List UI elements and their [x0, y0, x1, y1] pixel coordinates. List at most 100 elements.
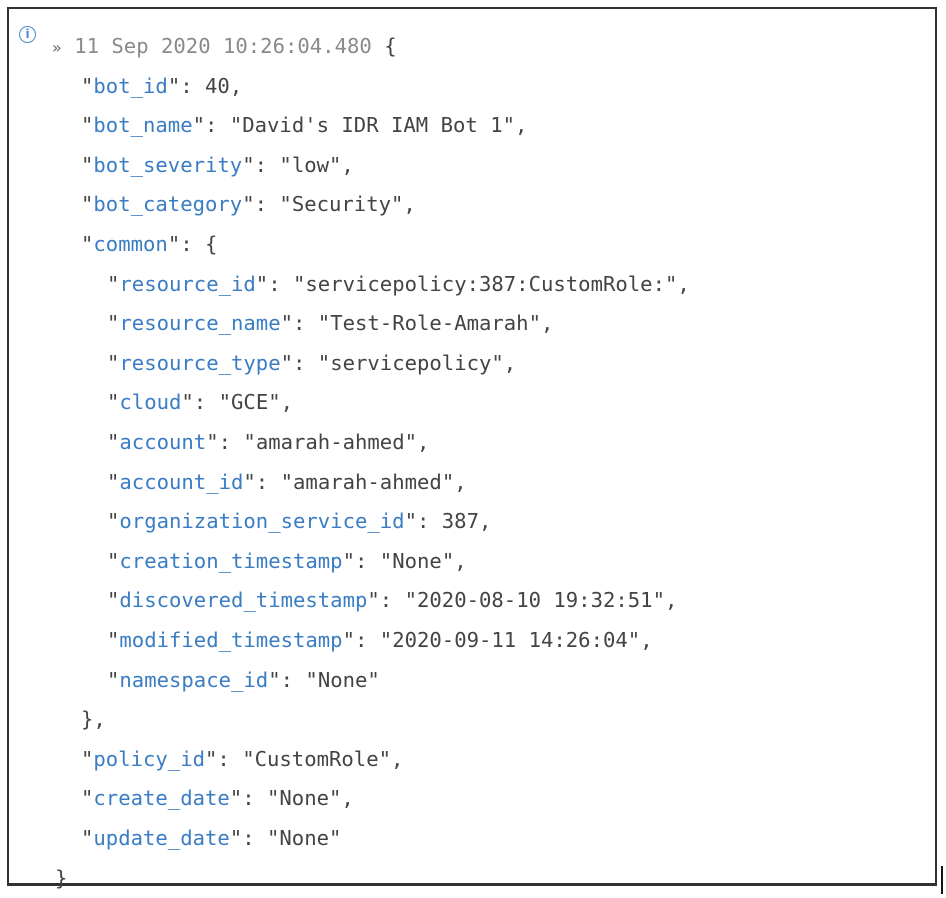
quote: " — [107, 628, 120, 652]
json-key: discovered_timestamp — [119, 588, 368, 613]
comma: , — [341, 786, 354, 811]
quote: " — [267, 826, 280, 850]
quote: " — [81, 73, 94, 98]
quote: " — [280, 469, 294, 494]
json-field: "namespace_id": "None" — [107, 665, 380, 695]
json-key: policy_id — [93, 746, 205, 771]
json-value: low — [291, 152, 330, 177]
json-field: "resource_type": "servicepolicy", — [107, 348, 516, 378]
colon: ": — [255, 271, 293, 296]
quote: " — [441, 469, 455, 494]
json-value: Test-Role-Amarah — [330, 311, 529, 336]
json-key: namespace_id — [119, 667, 269, 692]
comma: , — [664, 588, 678, 613]
quote: " — [491, 350, 504, 375]
quote: " — [329, 152, 342, 177]
quote: " — [81, 152, 94, 177]
colon: ": — [242, 152, 280, 177]
comma: , — [478, 509, 492, 534]
quote: " — [107, 430, 120, 454]
quote: " — [404, 430, 418, 454]
quote: " — [81, 826, 94, 850]
comma: , — [454, 548, 467, 573]
colon: ": — [192, 113, 230, 138]
quote: " — [367, 667, 380, 692]
colon: ": — [205, 746, 243, 771]
json-object-close: }, — [81, 704, 106, 734]
json-key: resource_type — [119, 350, 281, 375]
quote: " — [329, 826, 342, 850]
quote: " — [502, 113, 515, 138]
json-value: None — [392, 548, 442, 573]
json-value: 40 — [205, 73, 230, 98]
json-key: resource_id — [119, 271, 256, 296]
json-value: 2020-08-10 19:32:51 — [417, 588, 653, 613]
colon: ": — [229, 786, 267, 811]
colon: ": — [342, 628, 380, 652]
json-field: "resource_name": "Test-Role-Amarah", — [107, 308, 553, 338]
quote: " — [391, 192, 404, 217]
json-field: "organization_service_id": 387, — [107, 506, 491, 536]
json-key: bot_severity — [93, 152, 243, 177]
json-field: "create_date": "None", — [81, 783, 354, 813]
comma: , — [541, 311, 554, 336]
quote: " — [81, 786, 94, 811]
quote: " — [107, 588, 120, 613]
log-header: » 11 Sep 2020 10:26:04.480 { — [52, 31, 397, 61]
quote: " — [441, 548, 455, 573]
json-value: Security — [291, 192, 392, 217]
quote: " — [379, 548, 393, 573]
open-brace: { — [384, 34, 397, 58]
quote: " — [404, 588, 417, 613]
json-value: None — [279, 786, 330, 811]
json-field: "bot_category": "Security", — [81, 189, 416, 219]
json-key: create_date — [93, 786, 230, 811]
json-value: amarah-ahmed — [293, 469, 442, 494]
json-close: } — [55, 863, 67, 893]
json-field: "update_date": "None" — [81, 823, 341, 853]
comma: , — [391, 746, 404, 771]
expand-marker-icon: » — [52, 38, 62, 57]
json-field: "account": "amarah-ahmed", — [107, 427, 429, 457]
json-key: cloud — [119, 390, 182, 415]
json-field: "bot_name": "David's IDR IAM Bot 1", — [81, 110, 527, 140]
json-field: "resource_id": "servicepolicy:387:Custom… — [107, 269, 690, 299]
json-value: 2020-09-11 14:26:04 — [392, 628, 628, 652]
quote: " — [279, 152, 292, 177]
console-log-panel: i» 11 Sep 2020 10:26:04.480 {"bot_id": 4… — [7, 7, 937, 890]
comma: , — [341, 152, 354, 177]
quote: " — [107, 509, 120, 534]
quote: " — [317, 350, 331, 375]
json-field: "cloud": "GCE", — [107, 387, 293, 417]
colon: ": — [280, 350, 318, 375]
quote: " — [627, 628, 641, 652]
quote: " — [229, 113, 243, 138]
comma: , — [229, 73, 243, 98]
comma: , — [403, 192, 416, 217]
quote: " — [107, 469, 120, 494]
json-field: "modified_timestamp": "2020-09-11 14:26:… — [107, 625, 653, 655]
quote: " — [218, 390, 232, 415]
quote: " — [107, 350, 120, 375]
quote: " — [81, 746, 94, 771]
quote: " — [279, 192, 292, 217]
comma: , — [677, 271, 690, 296]
quote: " — [107, 548, 120, 573]
quote: " — [664, 271, 678, 296]
quote: " — [267, 786, 280, 811]
json-key: bot_category — [93, 192, 243, 217]
json-key: creation_timestamp — [119, 548, 343, 573]
quote: " — [107, 311, 120, 336]
json-value: 387 — [441, 509, 479, 534]
json-key: modified_timestamp — [119, 628, 343, 652]
quote: " — [107, 271, 120, 296]
colon: ": — [206, 430, 244, 454]
quote: " — [243, 430, 256, 454]
json-key: account — [119, 430, 207, 454]
quote: " — [317, 311, 331, 336]
colon: ": — [181, 390, 219, 415]
quote: " — [107, 667, 120, 692]
json-key: resource_name — [119, 311, 281, 336]
json-field: "creation_timestamp": "None", — [107, 546, 467, 576]
json-key: common — [93, 232, 168, 256]
